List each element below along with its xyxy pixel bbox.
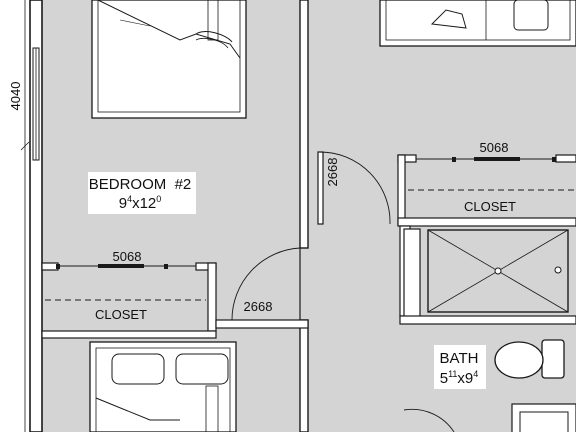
bed-upper <box>91 0 247 119</box>
door-panel-bedroom <box>317 151 324 225</box>
bath-walls <box>399 225 576 325</box>
closet-left-bifold <box>56 264 196 269</box>
closet-left-window-label: 5068 <box>113 249 142 264</box>
bed-lower <box>89 341 237 432</box>
vanity <box>511 403 576 432</box>
exterior-wall-left <box>29 0 43 432</box>
closet-right-label: CLOSET <box>464 199 516 214</box>
closet-right-bifold <box>416 157 556 162</box>
bath-size: 511x94 <box>440 369 479 387</box>
door-swing-hall <box>231 247 301 321</box>
closet-right-walls <box>397 154 576 227</box>
closet-right-window-label: 5068 <box>480 140 509 155</box>
dimension-line-left <box>20 0 30 432</box>
door-swing-bedroom <box>319 151 391 225</box>
closet-left-walls <box>41 262 309 339</box>
bath-label-bg <box>434 345 486 389</box>
bedroom2-label-bg <box>88 172 196 214</box>
bedroom2-name: BEDROOM #2 <box>89 176 192 193</box>
closet-left-label: CLOSET <box>95 307 147 322</box>
bed-upper-right <box>379 0 576 47</box>
door-swing-bath <box>403 408 455 432</box>
door-label-hall: 2668 <box>244 299 273 314</box>
wall-center <box>299 0 309 432</box>
shower <box>427 229 569 313</box>
bath-name: BATH <box>440 350 479 367</box>
overall-dimension-label: 4040 <box>8 82 23 111</box>
door-label-bedroom: 2668 <box>325 158 340 187</box>
toilet <box>494 339 565 379</box>
bedroom2-size: 94x120 <box>119 194 162 212</box>
